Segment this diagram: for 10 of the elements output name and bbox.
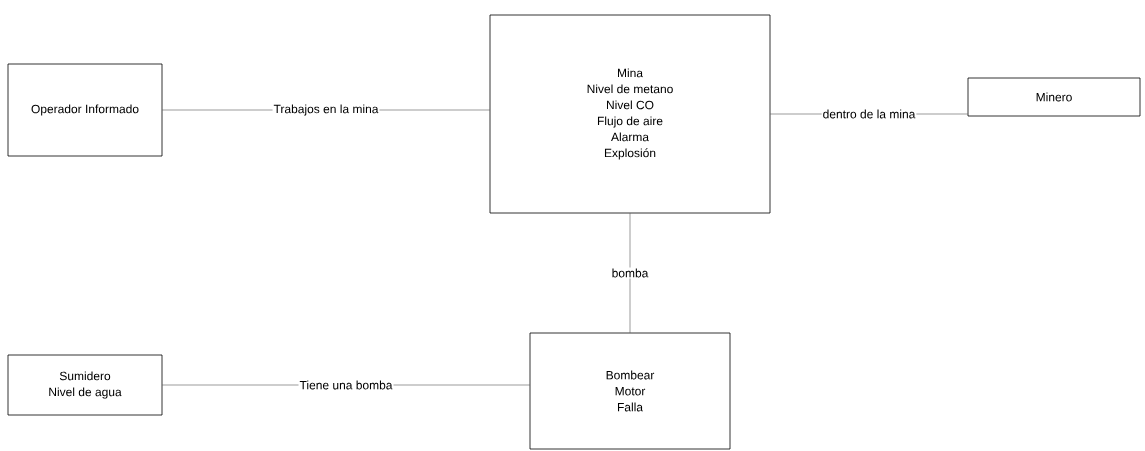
edge-label: bomba [610,267,650,279]
entity-box: Sumidero Nivel de agua [7,354,163,416]
edge-label: dentro de la mina [821,108,917,120]
entity-box: Minero [967,77,1141,117]
entity-box: Bombear Motor Falla [529,332,731,450]
connector-line [629,213,631,333]
entity-box: Mina Nivel de metano Nivel CO Flujo de aire Alarma Explosión [489,14,771,214]
edge-label: Tiene una bomba [298,379,394,391]
edge-label: Trabajos en la mina [272,103,380,117]
entity-box: Operador Informado [7,63,163,157]
